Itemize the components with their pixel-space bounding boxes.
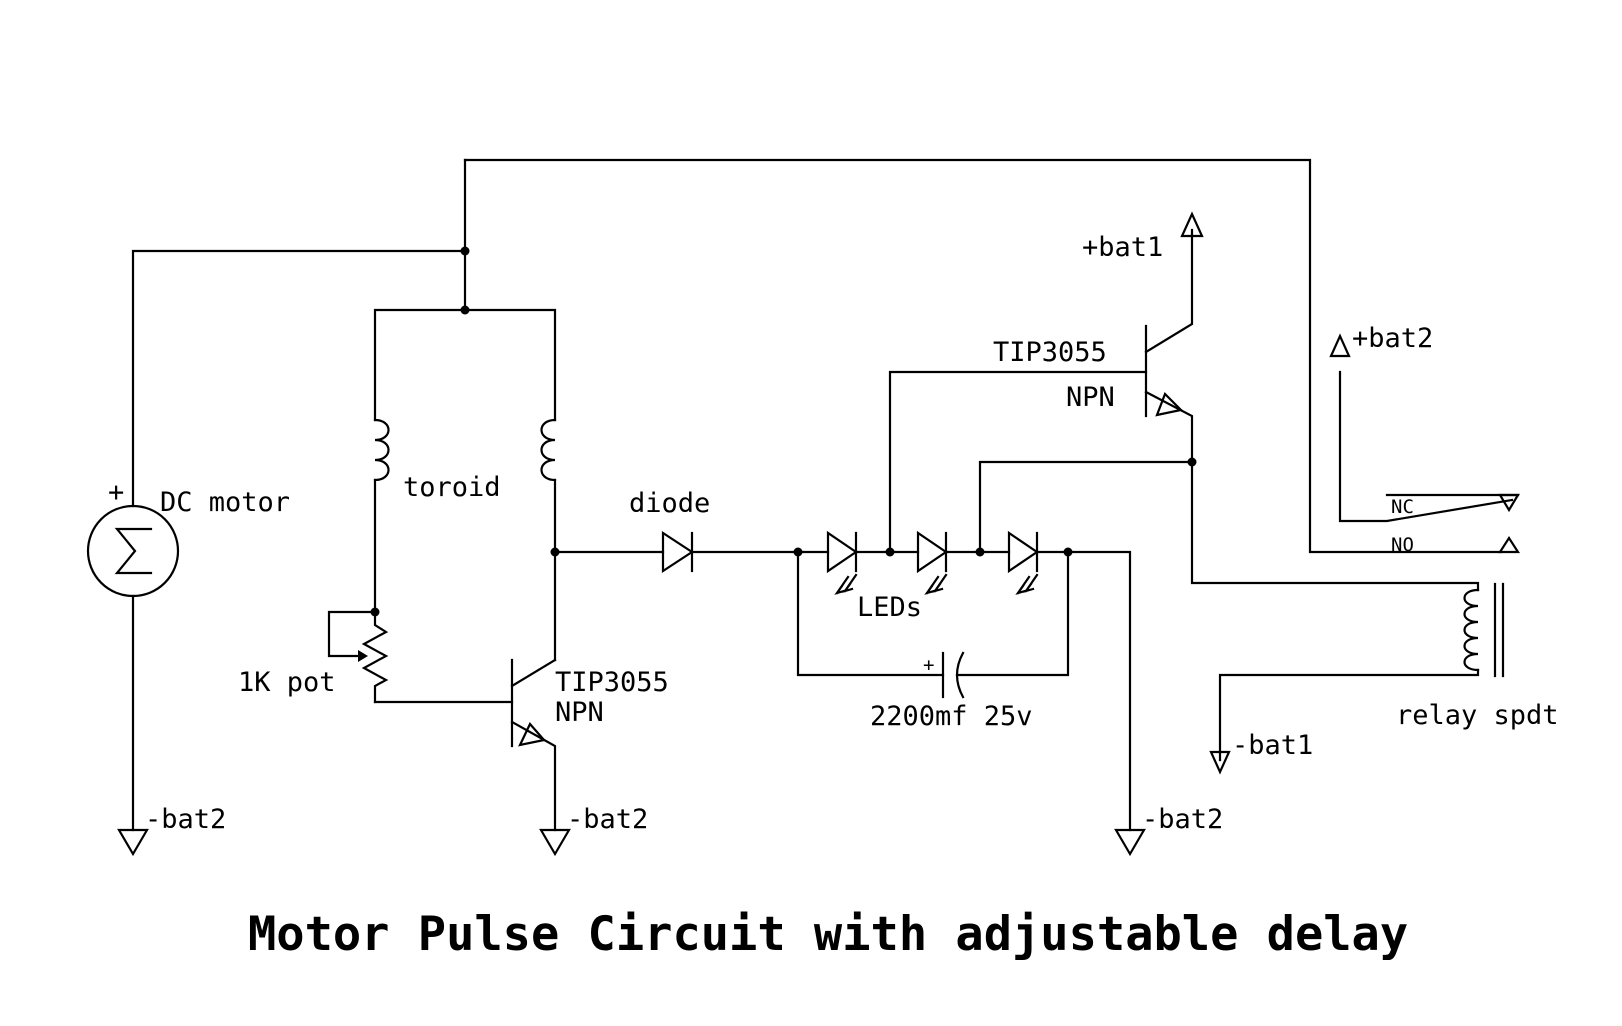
neg-bat2-leds-label: -bat2: [1142, 804, 1223, 835]
led-1: [796, 530, 892, 595]
capacitor-label: 2200mf 25v: [870, 701, 1033, 732]
transistor-upper-part-label: TIP3055: [993, 337, 1107, 368]
junction-dots: [370, 246, 1197, 617]
neg-bat2-motor-label: -bat2: [145, 804, 226, 835]
capacitor: [796, 550, 1070, 699]
pot-label: 1K pot: [238, 667, 336, 698]
dc-motor-label: DC motor: [160, 487, 290, 518]
transistor-lower: [510, 658, 571, 857]
toroid-coil-left: [373, 418, 390, 614]
relay-spdt: [1209, 333, 1521, 775]
transistor-lower-type-label: NPN: [555, 697, 604, 728]
dc-motor: [86, 504, 180, 857]
wire-toroid-top: [373, 308, 557, 422]
toroid-label: toroid: [403, 472, 501, 503]
potentiometer: [327, 610, 514, 704]
diode-label: diode: [629, 488, 710, 519]
diagram-title: Motor Pulse Circuit with adjustable dela…: [248, 907, 1408, 962]
transistor-upper-type-label: NPN: [1066, 382, 1115, 413]
cap-plus-label: +: [923, 654, 934, 676]
relay-label: relay spdt: [1396, 700, 1559, 731]
neg-bat2-transistor-label: -bat2: [567, 804, 648, 835]
pos-bat2-label: +bat2: [1352, 323, 1433, 354]
diode: [553, 530, 800, 574]
leds-label: LEDs: [857, 592, 922, 623]
wire-motor-top: [131, 249, 467, 508]
neg-bat1-label: -bat1: [1232, 730, 1313, 761]
led-2: [888, 530, 982, 595]
relay-no-label: NO: [1391, 534, 1414, 556]
relay-nc-label: NC: [1391, 496, 1414, 518]
led-3: [978, 530, 1146, 857]
transistor-upper: [888, 211, 1204, 554]
wire-top-loop: [463, 158, 1503, 554]
toroid-coil-right: [540, 418, 557, 662]
transistor-lower-part-label: TIP3055: [555, 667, 669, 698]
pos-bat1-label: +bat1: [1082, 232, 1163, 263]
wire-emitter-node: [978, 460, 1480, 592]
motor-plus-label: +: [108, 477, 124, 508]
